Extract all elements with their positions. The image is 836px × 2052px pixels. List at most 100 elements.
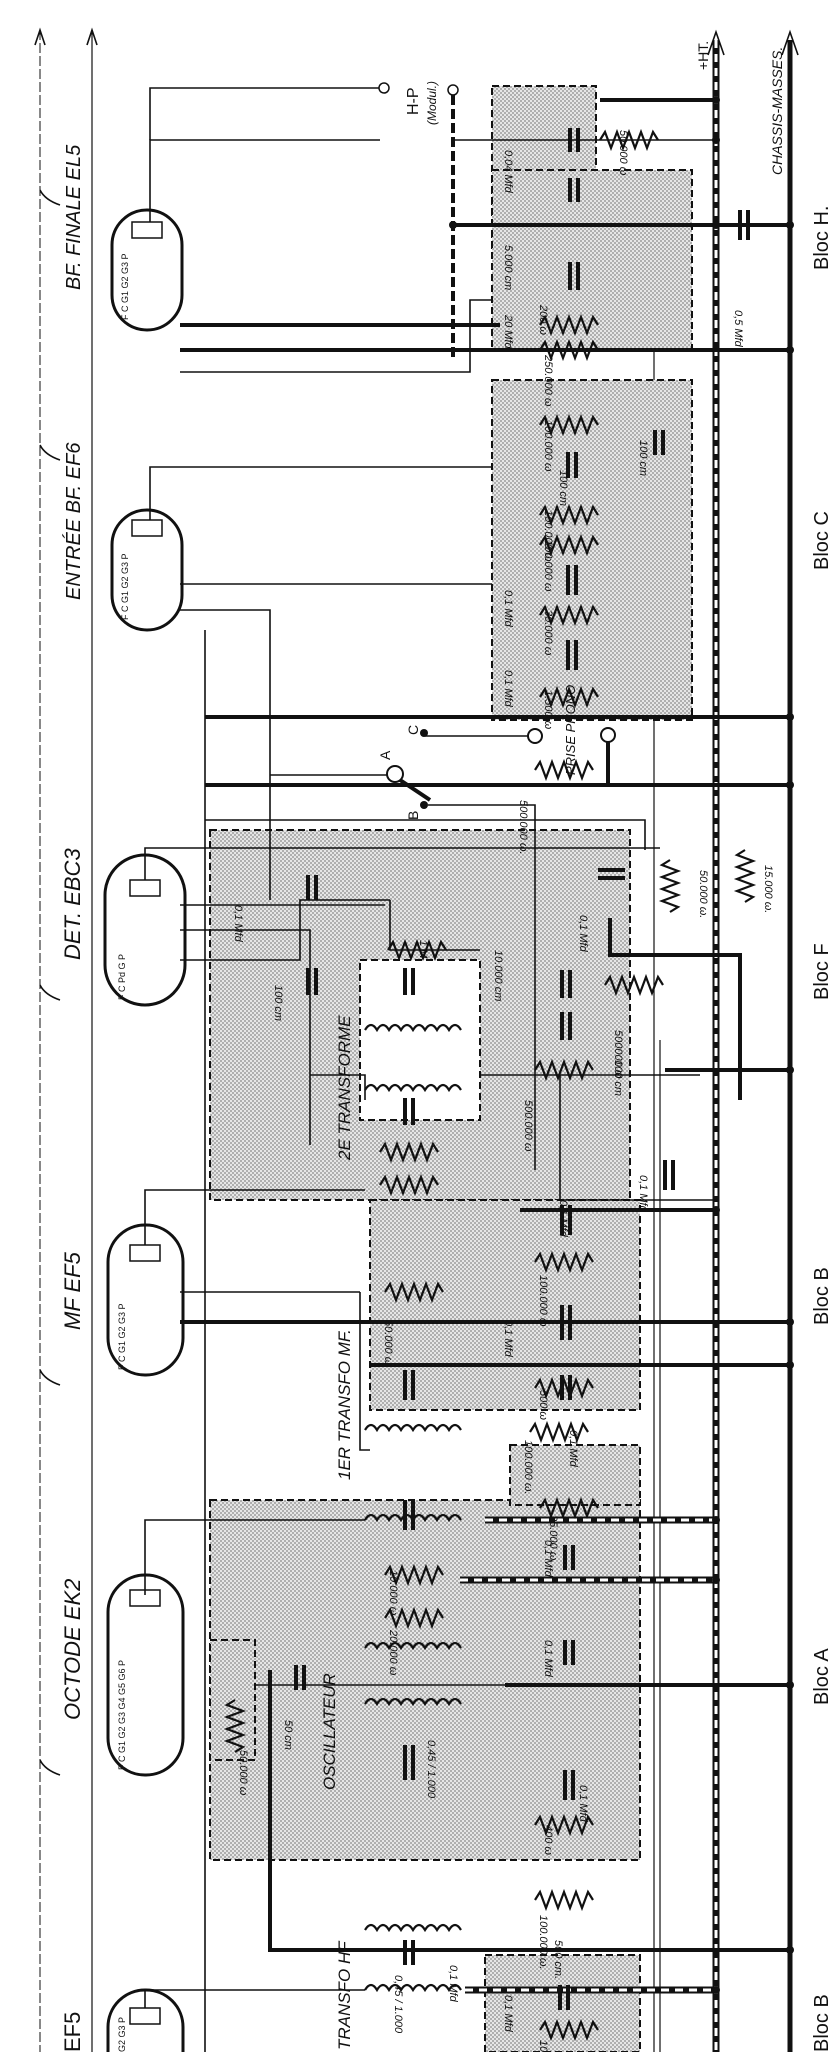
connector-labels: H-P (Modul.) PRISE PHONO A B C xyxy=(377,81,578,820)
bloc-h-label: Bloc H. xyxy=(811,206,833,270)
resistor xyxy=(539,685,599,709)
component-value: 0,1 Mfd xyxy=(637,1175,649,1213)
resistor xyxy=(539,1496,599,1520)
resistor xyxy=(534,1813,594,1837)
resistor xyxy=(529,1420,589,1444)
component-value: 0,1 Mfd xyxy=(232,905,244,943)
bloc-f-label: Bloc F xyxy=(811,943,833,1000)
component-value: 0,45 / 1.000 xyxy=(425,1740,437,1799)
transformer-labels: 1ER TRANSFO MF. 2E TRANSFORME OSCILLATEU… xyxy=(320,1015,354,2050)
header-ef6: ENTRÉE BF. EF6 xyxy=(62,442,85,600)
rail-labels: +HT. CHASSIS-MASSES. xyxy=(695,41,785,175)
hp-terminal-2 xyxy=(447,84,459,96)
resistor xyxy=(534,1888,594,1912)
component-value: 100.000 ω. xyxy=(522,1440,534,1494)
capacitor xyxy=(566,640,578,670)
phono-label: PRISE PHONO xyxy=(563,685,578,775)
header-ef5-hf: EF5 xyxy=(60,2012,85,2052)
tube-ef6 xyxy=(110,508,184,632)
component-value: 0,5 Mfd xyxy=(732,310,744,348)
svg-text:F C G1 G2 G3 G4 G5 G6 P: F C G1 G2 G3 G4 G5 G6 P xyxy=(117,1660,127,1770)
component-value: 500.000 ω. xyxy=(517,800,529,854)
component-value: 0,04 Mfd xyxy=(502,150,514,194)
component-value: 500 cm. xyxy=(552,1940,564,1979)
svg-text:C: C xyxy=(405,725,421,735)
component-value: 5.000 cm xyxy=(502,245,514,290)
component-value: 0,1 Mfd xyxy=(567,1430,579,1468)
capacitor xyxy=(566,452,578,478)
component-value: 250.000 ω xyxy=(542,354,554,407)
resistor xyxy=(539,533,599,557)
capacitor xyxy=(563,1770,575,1800)
header-ef5-mf: MF EF5 xyxy=(60,1251,85,1330)
component-value: 0,1 Mfd xyxy=(542,1640,554,1678)
resistor xyxy=(223,1699,247,1753)
bloc-a-box xyxy=(209,1499,641,1861)
component-value: 100.000 ω xyxy=(542,540,554,592)
resistor xyxy=(539,503,599,527)
resistor xyxy=(384,1563,444,1587)
capacitor xyxy=(653,430,665,455)
header-brackets xyxy=(39,189,61,1776)
resistor xyxy=(658,859,682,913)
capacitor xyxy=(306,968,318,995)
component-value: 100 cm xyxy=(272,985,284,1021)
resistor xyxy=(733,849,757,903)
component-value: 15.000 ω. xyxy=(762,865,774,913)
component-value: 0,1 Mfd xyxy=(577,1785,589,1823)
component-value: 50.000 ω. xyxy=(697,870,709,918)
capacitor xyxy=(566,565,578,595)
capacitor xyxy=(568,178,580,202)
component-value: 1.500 ω xyxy=(542,690,554,730)
component-value: 0,1 Mfd xyxy=(577,915,589,953)
component-value: 0,1 Mfd xyxy=(502,670,514,708)
tube-header-labels: BF. FINALE EL5 ENTRÉE BF. EF6 DET. EBC3 … xyxy=(60,144,85,2052)
capacitor xyxy=(403,1370,415,1400)
bloc-a-upper-box xyxy=(509,1444,641,1506)
svg-text:B: B xyxy=(405,811,421,820)
component-value: 100.000 ω. xyxy=(537,1915,549,1969)
capacitor xyxy=(558,1985,570,2010)
bloc-a-label: Bloc A xyxy=(811,1648,833,1705)
capacitor xyxy=(560,1305,572,1340)
component-value: 100 cm xyxy=(557,470,569,506)
coil xyxy=(364,1983,462,1993)
resistor xyxy=(539,313,599,337)
capacitor xyxy=(560,1375,572,1400)
component-value: 100.000 ω xyxy=(542,420,554,472)
svg-text:2E TRANSFORME: 2E TRANSFORME xyxy=(335,1015,354,1161)
header-el5: BF. FINALE EL5 xyxy=(63,144,85,290)
selector-switch xyxy=(386,765,404,783)
resistor xyxy=(384,1280,444,1304)
coils xyxy=(364,1023,462,1993)
capacitor xyxy=(403,1098,415,1125)
svg-text:A: A xyxy=(377,750,393,760)
svg-text:G2 G3 P: G2 G3 P xyxy=(117,2017,127,2052)
filament-lines xyxy=(34,27,98,2052)
capacitor xyxy=(568,128,580,152)
component-value: 50.000 ω xyxy=(617,130,629,176)
svg-text:TRANSFO HF: TRANSFO HF xyxy=(335,1940,354,2050)
component-value: 50.000 ω xyxy=(237,1750,249,1796)
capacitor xyxy=(306,875,318,900)
svg-text:1ER TRANSFO MF.: 1ER TRANSFO MF. xyxy=(335,1329,354,1480)
capacitor xyxy=(560,1205,572,1235)
component-value: 0,1 Mfd xyxy=(502,1995,514,2033)
block-labels: Bloc H. Bloc C Bloc F Bloc B Bloc A Bloc… xyxy=(811,206,833,2052)
capacitor xyxy=(563,1545,575,1570)
component-value: 100 cm xyxy=(637,440,649,476)
resistor xyxy=(534,758,594,782)
bloc-c-label: Bloc C xyxy=(811,511,833,570)
component-value: 0,45 / 1.000 xyxy=(392,1975,404,2034)
resistor xyxy=(539,338,599,362)
component-value: 100.000 ω xyxy=(537,1275,549,1327)
capacitor xyxy=(598,868,625,880)
bloc-b2-label: Bloc B xyxy=(811,1994,833,2052)
coil xyxy=(364,1023,462,1033)
header-ek2: OCTODE EK2 xyxy=(60,1579,85,1720)
tube-pin-labels: F C G1 G2 G3 P F C G1 G2 G3 P F C Pd G P… xyxy=(117,253,130,2052)
resistor xyxy=(384,1606,444,1630)
ht-rail xyxy=(707,29,725,2052)
wiring xyxy=(144,82,790,2052)
